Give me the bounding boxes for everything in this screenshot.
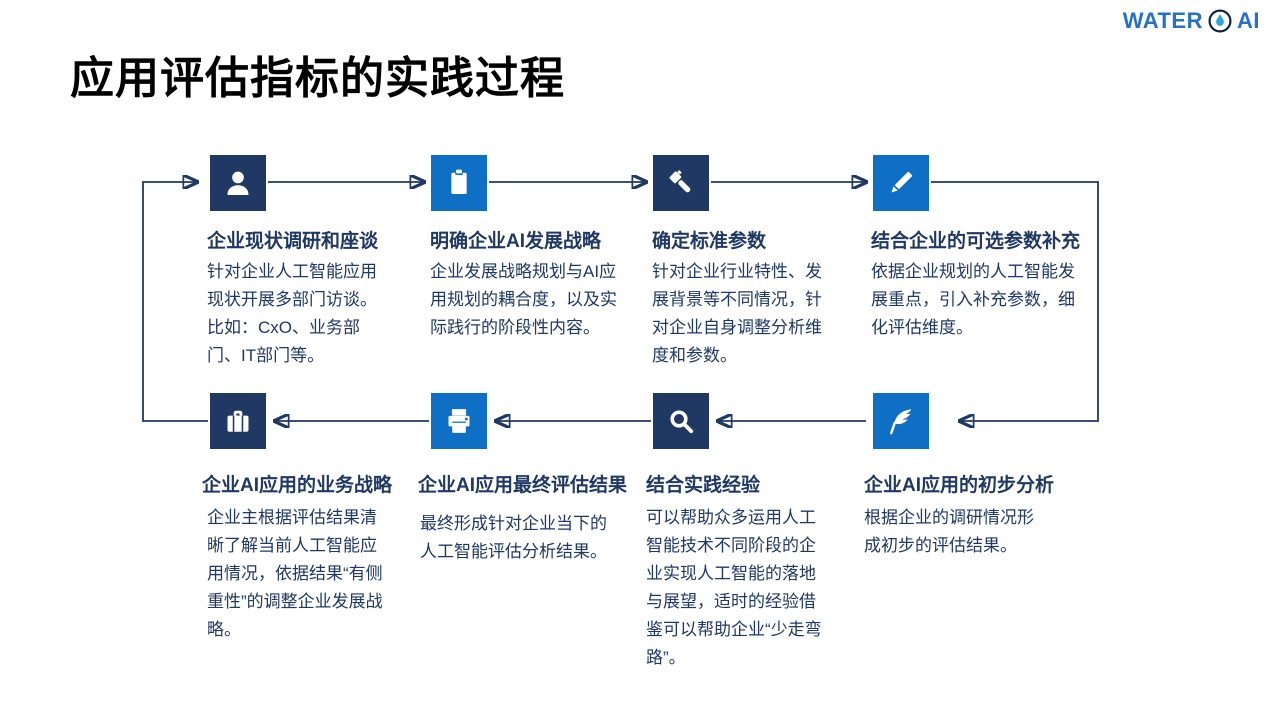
- clipboard-icon: [431, 155, 487, 211]
- step-title: 企业AI应用的初步分析: [864, 475, 1055, 496]
- feather-icon: [873, 393, 929, 449]
- flashlight-icon: [653, 155, 709, 211]
- brand-logo-water: WATER: [1122, 8, 1203, 33]
- step-title: 企业AI应用最终评估结果: [418, 475, 628, 496]
- user-icon: [210, 155, 266, 211]
- water-drop-icon: [1208, 9, 1232, 33]
- search-icon: [653, 393, 709, 449]
- step-title: 企业现状调研和座谈: [207, 231, 379, 252]
- brand-logo: WATER AI: [1123, 8, 1260, 34]
- step-description: 可以帮助众多运用人工智能技术不同阶段的企业实现人工智能的落地与展望，适时的经验借…: [646, 508, 822, 667]
- step-description: 依据企业规划的人工智能发展重点，引入补充参数，细化评估维度。: [871, 262, 1075, 337]
- pencil-icon: [873, 155, 929, 211]
- brand-logo-ai: AI: [1237, 8, 1260, 33]
- step-title: 明确企业AI发展战略: [430, 231, 602, 252]
- step-description: 针对企业行业特性、发展背景等不同情况，针对企业自身调整分析维度和参数。: [652, 262, 822, 365]
- step-description: 最终形成针对企业当下的人工智能评估分析结果。: [420, 514, 607, 561]
- step-title: 确定标准参数: [652, 231, 767, 252]
- arrow-step8-step1: [142, 182, 208, 422]
- step-description: 根据企业的调研情况形成初步的评估结果。: [864, 508, 1034, 555]
- step-title: 结合实践经验: [646, 475, 761, 496]
- step-description: 企业发展战略规划与AI应用规划的耦合度，以及实际践行的阶段性内容。: [430, 262, 617, 337]
- briefcase-icon: [210, 393, 266, 449]
- printer-icon: [431, 393, 487, 449]
- step-description: 针对企业人工智能应用现状开展多部门访谈。比如：CxO、业务部门、IT部门等。: [207, 262, 377, 365]
- step-title: 企业AI应用的业务战略: [202, 475, 393, 496]
- step-title: 结合企业的可选参数补充: [871, 231, 1081, 252]
- page-title: 应用评估指标的实践过程: [70, 54, 565, 103]
- step-description: 企业主根据评估结果清晰了解当前人工智能应用情况，依据结果“有侧重性”的调整企业发…: [207, 508, 383, 639]
